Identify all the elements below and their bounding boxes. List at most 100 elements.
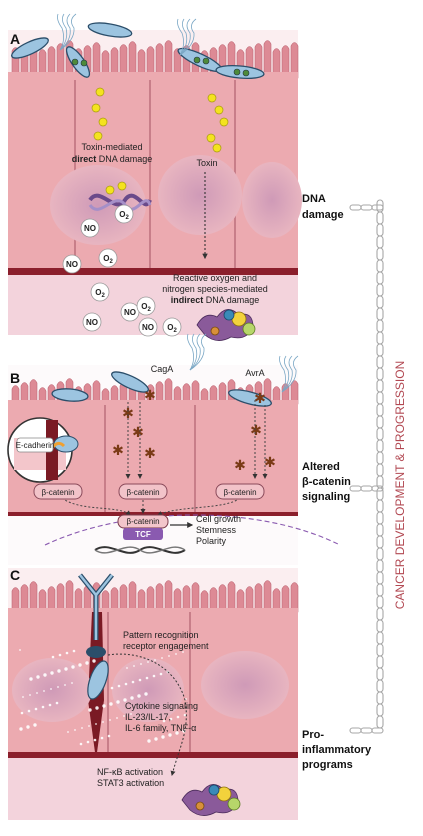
cytokine-dot xyxy=(140,663,142,665)
cytokine-dot xyxy=(29,677,33,681)
cytokine-dot xyxy=(147,739,151,743)
tcf-label: TCF xyxy=(135,530,151,539)
flagellum xyxy=(179,18,191,56)
microvillus xyxy=(38,589,47,613)
chain-link xyxy=(376,715,384,729)
chain-link xyxy=(376,319,384,333)
direct-damage-label-line2: direct DNA damage xyxy=(72,154,153,164)
signaling-arrow xyxy=(107,653,187,776)
bacterium xyxy=(111,371,149,393)
tcf-box xyxy=(123,528,163,540)
nucleus xyxy=(201,651,289,719)
chain-link xyxy=(376,211,384,225)
cytokine-dot xyxy=(161,735,165,739)
chain-link xyxy=(376,571,384,585)
microvillus xyxy=(173,588,182,613)
microvillus xyxy=(38,387,47,405)
beta-catenin-label: β-catenin xyxy=(223,488,256,497)
microvillus xyxy=(128,41,137,79)
chain-link xyxy=(376,583,384,597)
dna-damage-label-line1: DNA xyxy=(302,193,326,205)
cytokine-dot xyxy=(133,665,135,667)
cytokine-dot xyxy=(159,672,163,676)
outcome-polarity: Polarity xyxy=(196,536,227,546)
dna-damage-label-line2: damage xyxy=(302,209,344,221)
cytokine-dot xyxy=(22,696,24,698)
toxin-particle xyxy=(98,117,108,127)
microvillus xyxy=(182,383,191,405)
ros-bubble xyxy=(138,317,158,337)
cytokine-dot xyxy=(95,706,99,710)
nfkb-label: NF-κB activation xyxy=(97,767,163,777)
o2-subscript: 2 xyxy=(173,328,177,334)
microvillus xyxy=(101,50,110,79)
cytokine-dot xyxy=(34,707,38,711)
flagellum xyxy=(59,13,68,51)
bacteria-group xyxy=(11,13,265,79)
cytokine-dot xyxy=(67,731,69,733)
ros-bubble xyxy=(82,312,102,332)
microvillus xyxy=(191,380,200,405)
cytokine-dot xyxy=(93,738,97,742)
cytokine-dot xyxy=(185,698,187,700)
cytokine-dot xyxy=(145,676,149,680)
cytokine-dot xyxy=(57,686,59,688)
microvillus xyxy=(92,42,101,79)
cytokine-dot xyxy=(85,661,89,665)
chain-link xyxy=(376,655,384,669)
chain-link xyxy=(376,247,384,261)
flagellum xyxy=(189,333,198,371)
no-molecule-label: NO xyxy=(86,318,98,327)
toxin-particle xyxy=(207,93,217,103)
microvillus xyxy=(254,583,263,613)
chain-link xyxy=(376,415,384,429)
chain-link xyxy=(371,485,384,492)
microvillus xyxy=(65,580,74,613)
cancer-progression-vertical-label: CANCER DEVELOPMENT & PROGRESSION xyxy=(393,361,407,610)
signal-arrow xyxy=(157,497,241,516)
toxin-particle xyxy=(212,143,222,153)
chain-link xyxy=(376,223,384,237)
cytokine-dot xyxy=(152,674,156,678)
chain-link xyxy=(376,283,384,297)
cytokine-dot xyxy=(88,725,90,727)
prr-label-line2: receptor engagement xyxy=(123,641,209,651)
microvillus xyxy=(272,588,281,613)
chain-link xyxy=(349,727,362,734)
microvillus xyxy=(38,49,47,79)
indirect-damage-label-line3: indirect DNA damage xyxy=(171,295,260,305)
cytokine-dot xyxy=(19,727,23,731)
toxin-particle xyxy=(105,185,115,195)
chain-link xyxy=(376,559,384,573)
o2-subscript: 2 xyxy=(101,293,105,299)
effector-protein: ✱ xyxy=(112,442,124,458)
microvillus xyxy=(209,587,218,613)
proinflammatory-label-line1: Pro- xyxy=(302,729,324,741)
cytokine-dot xyxy=(137,694,141,698)
cytokine-dot xyxy=(109,702,113,706)
microvillus xyxy=(164,580,173,613)
microvillus xyxy=(191,582,200,613)
nucleus xyxy=(50,165,146,245)
microvillus xyxy=(119,44,128,79)
cytokine-dot xyxy=(33,723,37,727)
cytokine-dot xyxy=(169,717,173,721)
pattern-recognition-receptor xyxy=(78,573,114,700)
panel-letter: C xyxy=(10,567,20,583)
chain-link xyxy=(376,391,384,405)
microvillus xyxy=(272,48,281,79)
effector-protein: ✱ xyxy=(254,390,266,406)
flagellum xyxy=(59,13,71,51)
microvillus xyxy=(155,381,164,405)
cytokine-dot xyxy=(123,715,125,717)
microvillus xyxy=(110,47,119,79)
beta-catenin-label-line2: β-catenin xyxy=(302,476,351,488)
bacterium-granule xyxy=(80,59,88,67)
panel-c: C Pattern recognition receptor engagemen… xyxy=(8,567,299,820)
microvilli-row xyxy=(11,580,299,613)
microvillus xyxy=(200,590,209,613)
cytokine-dot xyxy=(81,727,83,729)
toxin-particle xyxy=(93,131,103,141)
chain-link xyxy=(376,511,384,525)
